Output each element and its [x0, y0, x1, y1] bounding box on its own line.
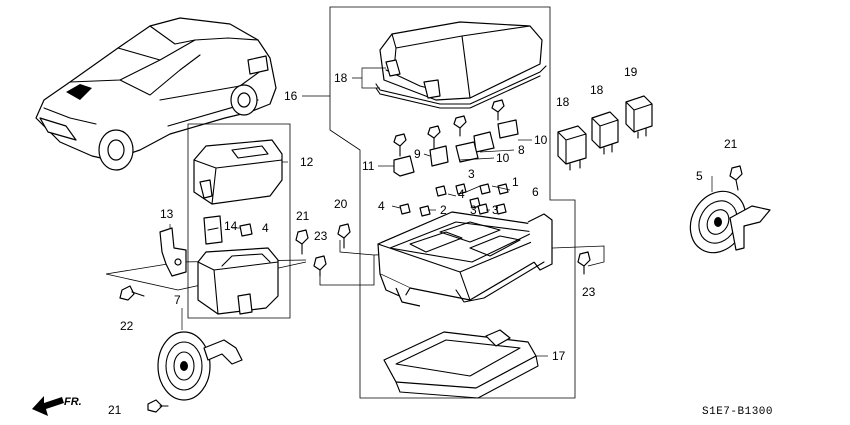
bolt-22 [119, 285, 145, 301]
callout-16: 17 [552, 349, 566, 363]
callout-21-upper: 21 [724, 137, 738, 151]
callout-3-upper: 3 [468, 167, 475, 181]
callout-4-middle: 4 [458, 187, 465, 201]
callout-14: 14 [224, 219, 238, 233]
main-fuse-box [377, 211, 553, 307]
callout-labels: 18 16 10 8 10 9 11 3 1 4 6 4 2 3 3 12 14… [108, 65, 738, 417]
relays-18 [557, 95, 653, 171]
callout-2: 2 [440, 203, 447, 217]
bolt-21-upper [729, 165, 743, 191]
relay-box-base [197, 215, 279, 315]
callout-3-lower: 3 [470, 203, 477, 217]
callout-3-right: 3 [492, 203, 499, 217]
bracket [159, 227, 187, 277]
callout-22: 22 [120, 319, 134, 333]
callout-8: 8 [518, 143, 525, 157]
callout-6: 5 [696, 169, 703, 183]
callout-18-right: 19 [624, 65, 638, 79]
callout-9: 9 [414, 147, 421, 161]
fuse-box-under-cover [383, 329, 539, 399]
horn-high [689, 190, 771, 254]
vehicle-illustration [35, 17, 277, 171]
relay-box-cover [193, 139, 283, 205]
callout-4-box: 4 [262, 221, 269, 235]
callout-5: 6 [532, 185, 539, 199]
callout-19: 20 [334, 197, 348, 211]
callout-4-left: 4 [378, 199, 385, 213]
drawing-code: S1E7-B1300 [702, 406, 773, 418]
direction-label: FR. [64, 396, 82, 408]
callout-18-middle: 18 [590, 83, 604, 97]
callout-11: 11 [362, 159, 375, 173]
callout-15: 16 [284, 89, 298, 103]
callout-17: 18 [334, 71, 348, 85]
callout-10-lower: 10 [496, 151, 510, 165]
callout-7: 7 [174, 293, 181, 307]
horn-low [157, 331, 243, 401]
small-parts [295, 99, 591, 277]
fuse-box-cover [375, 21, 547, 109]
callout-21-lower: 21 [108, 403, 122, 417]
callout-12: 12 [300, 155, 314, 169]
direction-arrow-icon [32, 396, 64, 416]
callout-18-left: 18 [556, 95, 570, 109]
callout-23-right: 23 [582, 285, 596, 299]
front-direction-indicator: FR. [32, 396, 82, 416]
leader-lines [169, 67, 713, 357]
callout-13: 13 [160, 207, 174, 221]
bolt-21-lower [147, 399, 169, 413]
callout-1: 1 [512, 175, 519, 189]
callout-20: 21 [296, 209, 310, 223]
callout-23-left: 23 [314, 229, 328, 243]
callout-10-upper: 10 [534, 133, 548, 147]
